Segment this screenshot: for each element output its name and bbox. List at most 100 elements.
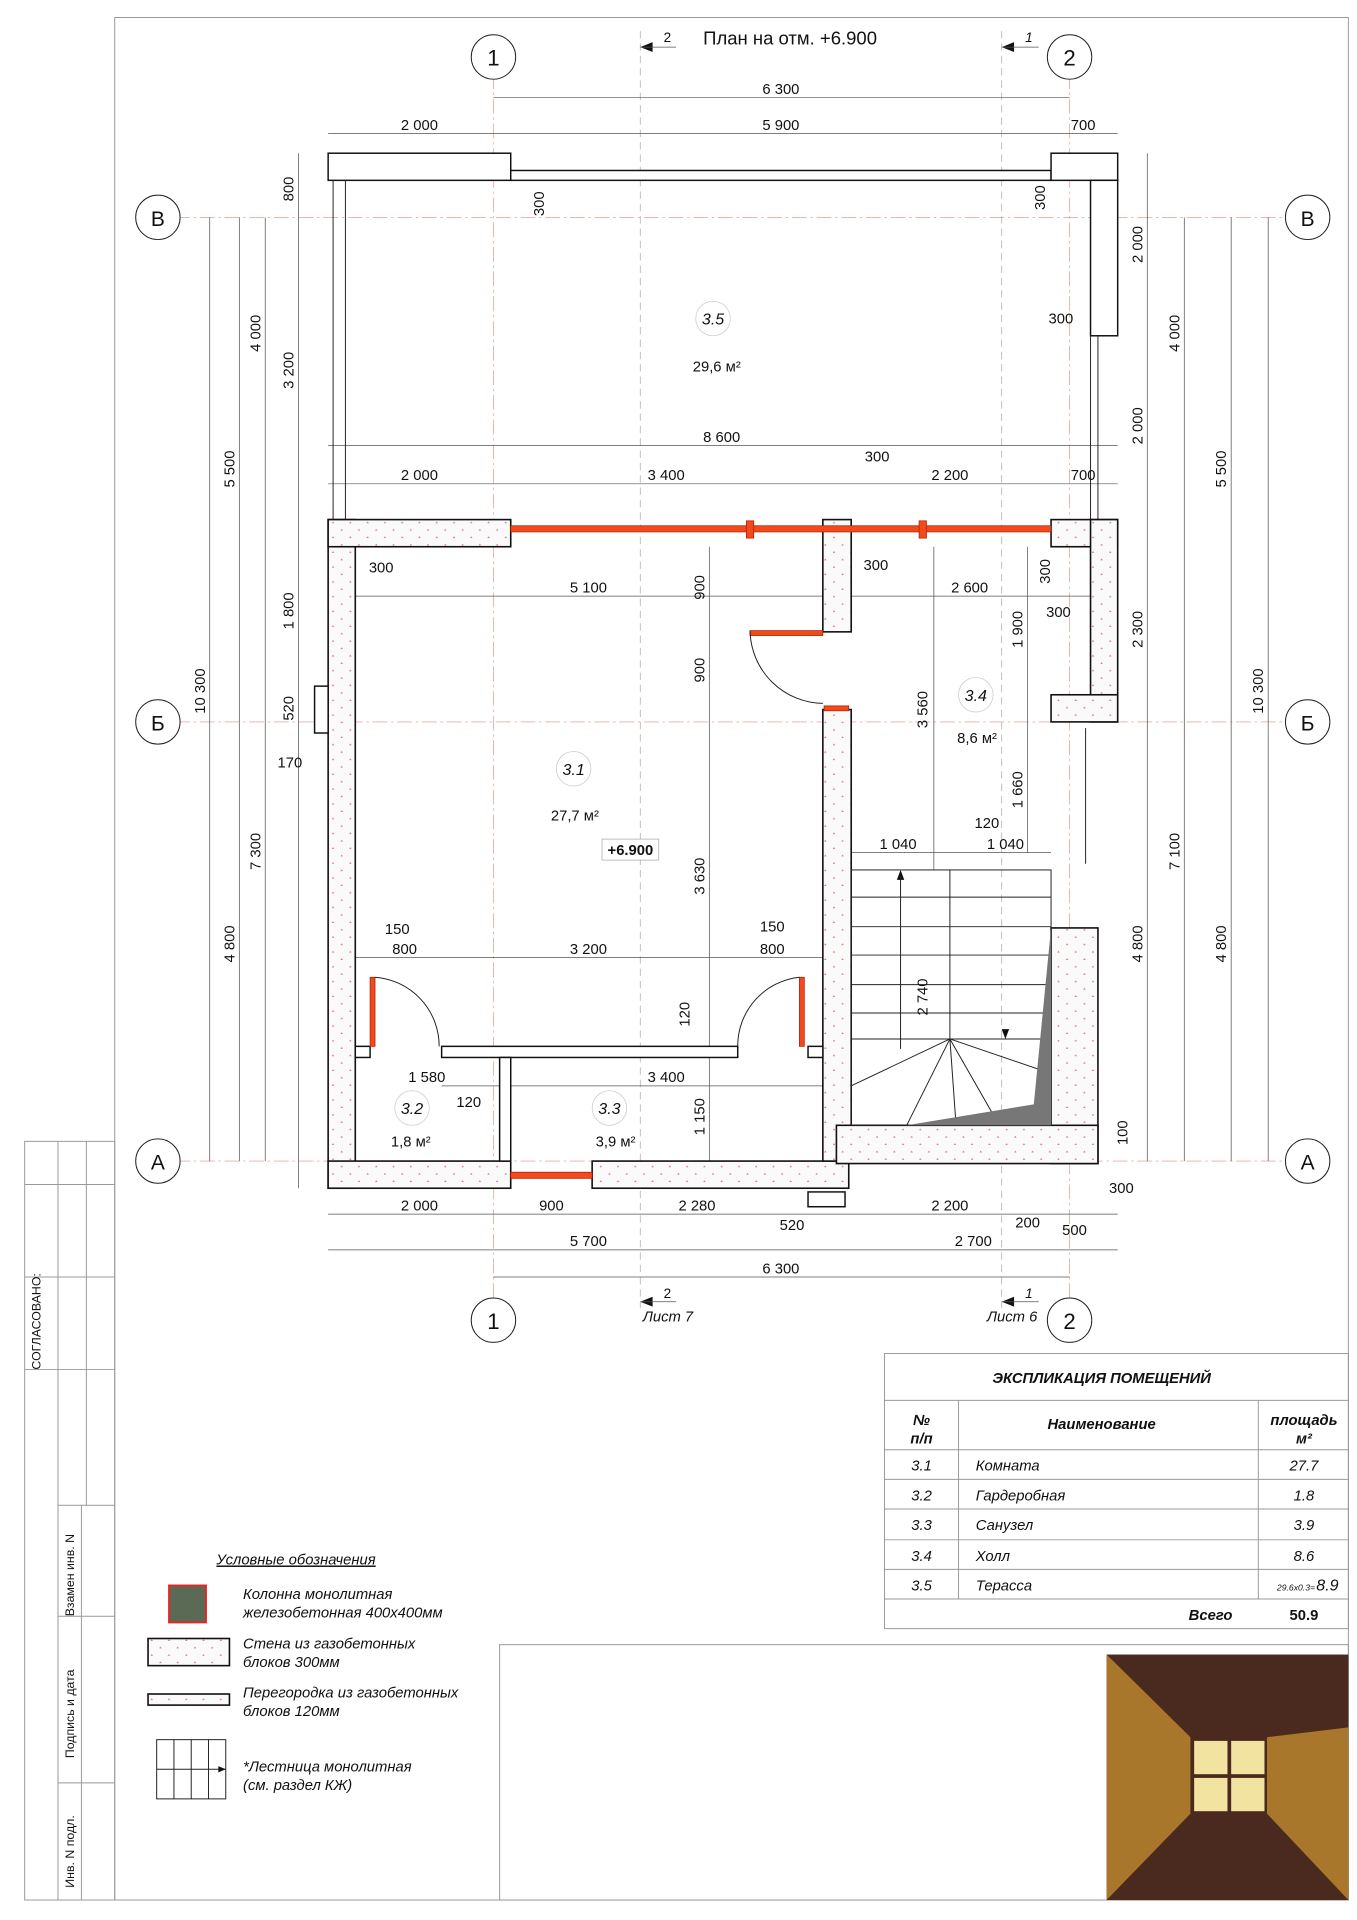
room-3-5-number: 3.5 bbox=[702, 311, 724, 329]
terrace-parapet bbox=[327, 152, 1119, 864]
room-3-5-area: 29,6 м² bbox=[693, 360, 741, 376]
table-row: 3.2 Гардеробная 1.8 bbox=[911, 1488, 1315, 1504]
plan-title: План на отм. +6.900 bbox=[703, 28, 877, 49]
dimension-label: 3 200 bbox=[282, 352, 298, 389]
legend-title: Условные обозначения bbox=[215, 1552, 375, 1568]
sheet-ref-6: Лист 6 bbox=[986, 1309, 1038, 1325]
dimension-label: 900 bbox=[692, 575, 708, 600]
dimension-label: 4 000 bbox=[1167, 315, 1183, 352]
axis-2-top: 2 bbox=[1063, 46, 1075, 71]
legend-wall-1: Стена из газобетонных bbox=[243, 1636, 416, 1652]
dimension-label: 3 630 bbox=[692, 858, 708, 895]
dimension-label: 1 150 bbox=[692, 1098, 708, 1135]
dimension-label: 300 bbox=[1033, 185, 1049, 210]
dimension-label: 2 000 bbox=[401, 1198, 438, 1214]
dimension-label: 2 300 bbox=[1130, 611, 1146, 648]
dimension-label: 800 bbox=[392, 942, 417, 958]
legend: Условные обозначения Колонна монолитная … bbox=[147, 1552, 459, 1800]
dimension-label: 2 200 bbox=[931, 1198, 968, 1214]
doors bbox=[369, 630, 850, 1047]
section-1-top: 1 bbox=[1025, 30, 1033, 45]
section-marks: 2 1 2 1 Лист 7 Лист 6 bbox=[640, 30, 1039, 1325]
dimension-label: 100 bbox=[1116, 1120, 1132, 1145]
dimension-label: 120 bbox=[456, 1095, 481, 1111]
dimension-label: 300 bbox=[369, 561, 394, 577]
dimension-label: 5 500 bbox=[1214, 450, 1230, 487]
header-area-2: м² bbox=[1296, 1432, 1313, 1448]
axis-1-bottom: 1 bbox=[487, 1309, 499, 1334]
axis-1-top: 1 bbox=[487, 46, 499, 71]
axis-a-left: А bbox=[151, 1152, 165, 1175]
room-3-3-area: 3,9 м² bbox=[596, 1134, 636, 1150]
dimension-label: 300 bbox=[1038, 559, 1054, 584]
dimension-label: 2 600 bbox=[951, 580, 988, 596]
row-area: 1.8 bbox=[1294, 1488, 1315, 1504]
dimension-label: 2 740 bbox=[916, 978, 932, 1015]
axis-a-right: А bbox=[1301, 1152, 1315, 1175]
total-value: 50.9 bbox=[1290, 1608, 1319, 1624]
row-area: 8.6 bbox=[1294, 1549, 1315, 1565]
dimension-label: 5 500 bbox=[222, 450, 238, 487]
stamp-agreed: СОГЛАСОВАНО: bbox=[30, 1273, 44, 1369]
row-name: Терасса bbox=[976, 1578, 1032, 1594]
dimension-label: 4 800 bbox=[1130, 925, 1146, 962]
dimension-label: 300 bbox=[1046, 605, 1071, 621]
dimension-label: 500 bbox=[1062, 1223, 1087, 1239]
row-no: 3.1 bbox=[911, 1459, 932, 1475]
table-row: 3.5 Терасса 29.6x0.3= 8.9 bbox=[911, 1576, 1338, 1594]
dimension-label: 4 800 bbox=[222, 925, 238, 962]
dimension-label: 1 900 bbox=[1011, 611, 1027, 648]
dimension-label: 700 bbox=[1071, 118, 1096, 134]
dimension-label: 120 bbox=[678, 1002, 694, 1027]
dimension-label: 6 300 bbox=[762, 82, 799, 98]
stamp-inv: Инв. N подл. bbox=[63, 1815, 77, 1887]
room-3-4-number: 3.4 bbox=[965, 687, 987, 705]
dimension-label: 170 bbox=[278, 756, 303, 772]
axis-b-right: Б bbox=[1301, 713, 1315, 736]
table-row: 3.4 Холл 8.6 bbox=[911, 1549, 1315, 1565]
row-name: Санузел bbox=[976, 1518, 1034, 1534]
row-no: 3.4 bbox=[911, 1549, 932, 1565]
room-3-4-area: 8,6 м² bbox=[957, 731, 997, 747]
dimension-label: 4 000 bbox=[248, 315, 264, 352]
dimension-label: 10 300 bbox=[193, 668, 209, 713]
axis-v-right: В bbox=[1301, 208, 1315, 231]
dimension-label: 300 bbox=[865, 450, 890, 466]
legend-partition-1: Перегородка из газобетонных bbox=[243, 1686, 459, 1702]
legend-stair-1: *Лестница монолитная bbox=[243, 1760, 412, 1776]
column-symbol bbox=[168, 1584, 207, 1624]
dimension-label: 5 700 bbox=[570, 1234, 607, 1250]
dimension-label: 6 300 bbox=[762, 1261, 799, 1277]
axis-v-left: В bbox=[151, 208, 165, 231]
walls bbox=[313, 518, 1119, 1208]
dimension-label: 900 bbox=[692, 658, 708, 683]
dimension-label: 300 bbox=[532, 191, 548, 216]
dimension-label: 800 bbox=[760, 942, 785, 958]
level-mark: +6.900 bbox=[608, 843, 654, 859]
dimension-label: 300 bbox=[1109, 1181, 1134, 1197]
axis-bubbles: 1 2 1 2 В В Б Б А А bbox=[135, 34, 1331, 1343]
stair-symbol bbox=[156, 1739, 227, 1800]
header-name: Наименование bbox=[1047, 1417, 1155, 1433]
stamp-replace: Взамен инв. N bbox=[63, 1534, 77, 1616]
room-3-3-number: 3.3 bbox=[598, 1100, 620, 1118]
row-name: Гардеробная bbox=[976, 1488, 1066, 1504]
row-area: 27.7 bbox=[1289, 1459, 1320, 1475]
dimension-label: 4 800 bbox=[1214, 925, 1230, 962]
dimension-label: 3 200 bbox=[570, 942, 607, 958]
windows bbox=[510, 520, 1052, 1179]
row-no: 3.2 bbox=[911, 1488, 932, 1504]
dimension-label: 1 800 bbox=[282, 592, 298, 629]
section-1-bottom: 1 bbox=[1025, 1286, 1033, 1301]
legend-column-2: железобетонная 400х400мм bbox=[242, 1606, 443, 1622]
dimension-label: 7 300 bbox=[248, 833, 264, 870]
room-3-2-area: 1,8 м² bbox=[391, 1134, 431, 1150]
row-name: Холл bbox=[975, 1549, 1011, 1565]
row-no: 3.3 bbox=[911, 1518, 932, 1534]
row-area-formula: 29.6x0.3= bbox=[1276, 1582, 1315, 1592]
dimension-label: 2 280 bbox=[678, 1198, 715, 1214]
dimension-label: 1 040 bbox=[880, 837, 917, 853]
section-2-top: 2 bbox=[664, 30, 672, 45]
